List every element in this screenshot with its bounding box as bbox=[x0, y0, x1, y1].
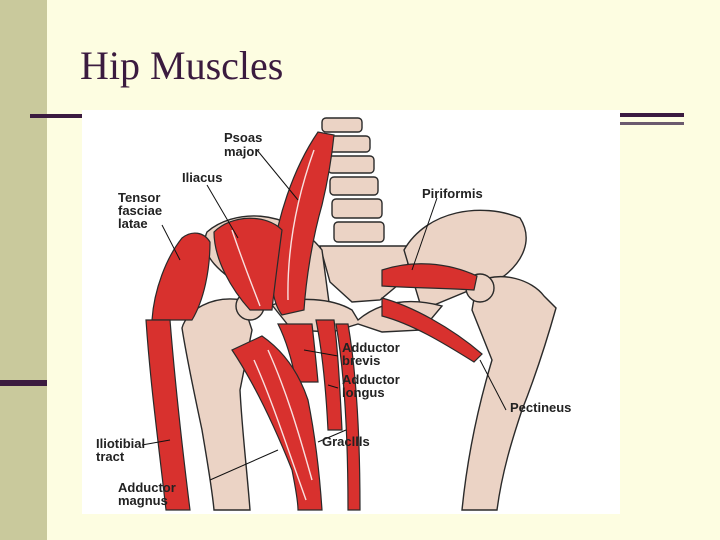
leader-iliacus bbox=[206, 184, 239, 239]
vertebra bbox=[321, 117, 363, 133]
label-adductor-longus: Adductor longus bbox=[342, 372, 403, 400]
adductor-fiber bbox=[267, 349, 313, 481]
iliotibial-tract-muscle bbox=[145, 319, 191, 511]
label-psoas-major: Psoas major bbox=[224, 130, 266, 159]
label-iliacus: Iliacus bbox=[182, 170, 222, 185]
psoas-major-muscle bbox=[270, 131, 335, 316]
piriformis-muscle bbox=[381, 263, 478, 291]
bones bbox=[181, 117, 557, 511]
label-gracilis: Gracllls bbox=[322, 434, 370, 449]
right-accent-rule-secondary bbox=[612, 122, 684, 125]
gracilis-muscle bbox=[335, 323, 361, 511]
vertebra bbox=[327, 155, 375, 174]
psoas-fiber bbox=[287, 149, 315, 301]
muscles bbox=[145, 131, 483, 511]
sidebar-strip bbox=[0, 0, 47, 540]
anatomy-illustration: Psoas major Iliacus Tensor fasciae latae… bbox=[96, 117, 571, 511]
leader-pectineus bbox=[479, 359, 507, 411]
leader-lines bbox=[141, 149, 507, 481]
adductor-fiber bbox=[253, 359, 307, 501]
leader-adductor-brevis bbox=[303, 349, 339, 357]
label-adductor-brevis: Adductor brevis bbox=[342, 340, 403, 368]
iliacus-muscle bbox=[213, 217, 283, 311]
tensor-fasciae-latae-muscle bbox=[151, 232, 211, 321]
label-pectineus: Pectineus bbox=[510, 400, 571, 415]
slide-title: Hip Muscles bbox=[80, 43, 284, 88]
leader-adductor-magnus bbox=[209, 449, 279, 481]
leader-psoas bbox=[256, 149, 299, 201]
label-adductor-magnus: Adductor magnus bbox=[118, 480, 179, 508]
labels: Psoas major Iliacus Tensor fasciae latae… bbox=[96, 130, 571, 508]
pectineus-muscle bbox=[381, 297, 483, 363]
left-accent-rule bbox=[0, 380, 47, 386]
label-piriformis: Piriformis bbox=[422, 186, 483, 201]
hip-muscles-diagram: Psoas major Iliacus Tensor fasciae latae… bbox=[82, 110, 620, 514]
leader-adductor-longus bbox=[327, 384, 339, 389]
leader-gracilis bbox=[317, 429, 347, 443]
vertebra bbox=[329, 176, 379, 196]
femur-left bbox=[181, 298, 253, 511]
leader-iliotibial bbox=[141, 439, 171, 446]
adductor-magnus-muscle bbox=[231, 335, 323, 511]
leader-tensor bbox=[161, 224, 181, 261]
adductor-brevis-muscle bbox=[277, 323, 319, 383]
label-iliotibial-tract: Iliotibial tract bbox=[96, 436, 149, 464]
iliacus-fiber bbox=[231, 229, 261, 307]
label-tensor-fasciae-latae: Tensor fasciae latae bbox=[118, 190, 166, 231]
leader-piriformis bbox=[411, 197, 438, 271]
femur-right bbox=[461, 276, 557, 511]
vertebra bbox=[331, 198, 383, 219]
vertebra bbox=[333, 221, 385, 243]
right-accent-rule bbox=[612, 113, 684, 117]
title-accent-rule bbox=[30, 114, 90, 118]
